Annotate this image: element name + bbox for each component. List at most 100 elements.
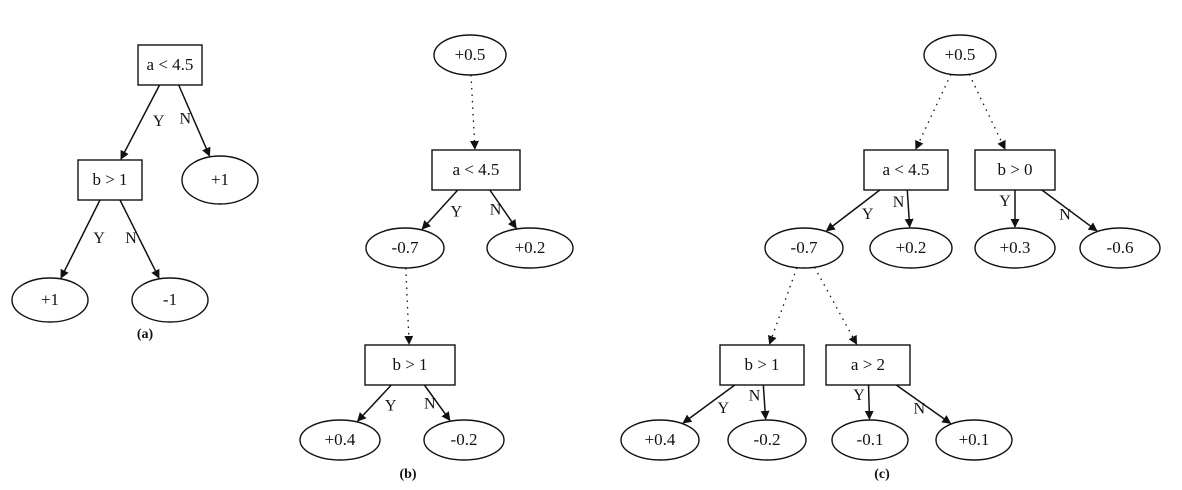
value-node-c_p02: +0.2 (869, 227, 953, 269)
node-label: -0.6 (1107, 238, 1134, 257)
value-ellipse (486, 227, 574, 269)
node-label: +0.2 (515, 238, 546, 257)
edge-label-n-b_b-b_m02: N (424, 396, 436, 413)
split-node-a_b: b > 1 (77, 159, 143, 201)
edge-label-n-c_b-c_m02: N (749, 388, 761, 405)
split-node-c_b: b > 1 (719, 344, 805, 386)
value-node-a_l2: -1 (131, 277, 209, 323)
captions-layer: (a) (b) (c) (137, 327, 890, 482)
edge-b_root-b_p02 (489, 189, 517, 229)
node-label: b > 1 (392, 355, 427, 374)
split-box (431, 149, 521, 191)
edge-label-n-b_root-b_p02: N (490, 202, 502, 219)
value-ellipse (831, 419, 909, 461)
edge-label-n-a_root-a_r1: N (179, 111, 191, 128)
value-ellipse (923, 34, 997, 76)
value-node-c_top: +0.5 (923, 34, 997, 76)
node-label: +0.4 (645, 430, 676, 449)
edge-a_b-a_l1 (60, 199, 101, 279)
edge-c_b-c_p04 (682, 384, 736, 424)
subfigure-caption: (b) (399, 467, 416, 482)
split-node-c_root: a < 4.5 (863, 149, 949, 191)
node-label: -0.7 (791, 238, 818, 257)
value-node-c_m07: -0.7 (764, 227, 844, 269)
value-ellipse (433, 34, 507, 76)
edge-c_a2-c_m01 (864, 384, 874, 420)
value-node-c_m06: -0.6 (1079, 227, 1161, 269)
node-label: a > 2 (851, 355, 885, 374)
edge-label-y-c_root-c_m07: Y (862, 206, 874, 223)
node-label: +0.3 (1000, 238, 1031, 257)
edge-b_root-b_m07 (421, 189, 459, 230)
node-label: -1 (163, 290, 177, 309)
edge-c_root-c_p02 (904, 189, 914, 228)
subfigure-caption: (c) (874, 467, 890, 482)
node-label: b > 0 (997, 160, 1032, 179)
value-node-b_top: +0.5 (433, 34, 507, 76)
value-ellipse (423, 419, 505, 461)
edge-c_m07-c_a2 (813, 266, 858, 345)
nodes-layer: a < 4.5 b > 1 +1 +1 -1 +0.5 a < 4.5 -0.7 +0.2 b >… (11, 34, 1161, 461)
value-node-b_p04: +0.4 (299, 419, 381, 461)
value-node-b_m07: -0.7 (365, 227, 445, 269)
node-label: +0.1 (959, 430, 990, 449)
edge-b_top-b_root (469, 74, 479, 150)
split-node-c_bgt0: b > 0 (974, 149, 1056, 191)
edge-label-y-c_bgt0-c_p03: Y (999, 193, 1011, 210)
split-box (825, 344, 911, 386)
edge-b_b-b_p04 (356, 384, 392, 422)
split-box (77, 159, 143, 201)
edge-label-y-c_b-c_p04: Y (717, 400, 729, 417)
value-ellipse (974, 227, 1056, 269)
node-label: a < 4.5 (453, 160, 500, 179)
value-ellipse (1079, 227, 1161, 269)
edge-c_bgt0-c_m06 (1041, 189, 1098, 232)
value-ellipse (181, 155, 259, 205)
split-node-b_root: a < 4.5 (431, 149, 521, 191)
edge-label-y-a_root-a_b: Y (153, 113, 165, 130)
node-label: +1 (41, 290, 59, 309)
node-label: -0.2 (754, 430, 781, 449)
node-label: -0.2 (451, 430, 478, 449)
value-ellipse (727, 419, 807, 461)
value-ellipse (935, 419, 1013, 461)
split-box (974, 149, 1056, 191)
value-ellipse (869, 227, 953, 269)
value-ellipse (11, 277, 89, 323)
edge-c_b-c_m02 (760, 384, 770, 420)
value-node-c_p03: +0.3 (974, 227, 1056, 269)
edge-label-n-c_a2-c_p01: N (914, 400, 926, 417)
value-node-c_m02: -0.2 (727, 419, 807, 461)
value-ellipse (131, 277, 209, 323)
edge-label-n-c_root-c_p02: N (893, 194, 905, 211)
value-node-b_m02: -0.2 (423, 419, 505, 461)
value-ellipse (365, 227, 445, 269)
edge-a_root-a_r1 (178, 84, 211, 157)
value-ellipse (620, 419, 700, 461)
edge-c_a2-c_p01 (895, 384, 952, 424)
edges-layer (60, 74, 1098, 424)
value-node-c_m01: -0.1 (831, 419, 909, 461)
edge-label-y-b_root-b_m07: Y (451, 204, 463, 221)
node-label: -0.7 (392, 238, 419, 257)
edge-a_b-a_l2 (119, 199, 160, 279)
value-node-c_p01: +0.1 (935, 419, 1013, 461)
edge-c_top-c_bgt0 (968, 74, 1006, 150)
node-label: a < 4.5 (147, 55, 194, 74)
node-label: +1 (211, 170, 229, 189)
edge-label-n-a_b-a_l2: N (125, 230, 137, 247)
node-label: +0.4 (325, 430, 356, 449)
edge-label-y-a_b-a_l1: Y (93, 230, 105, 247)
edge-a_root-a_b (120, 84, 161, 160)
value-node-a_r1: +1 (181, 155, 259, 205)
split-box (863, 149, 949, 191)
subfigure-caption: (a) (137, 327, 154, 342)
edge-c_top-c_root (915, 74, 952, 150)
value-node-c_p04: +0.4 (620, 419, 700, 461)
edge-b_m07-b_b (404, 267, 414, 345)
node-label: +0.5 (945, 45, 976, 64)
value-ellipse (299, 419, 381, 461)
edge-label-y-b_b-b_p04: Y (385, 397, 397, 414)
node-label: b > 1 (744, 355, 779, 374)
